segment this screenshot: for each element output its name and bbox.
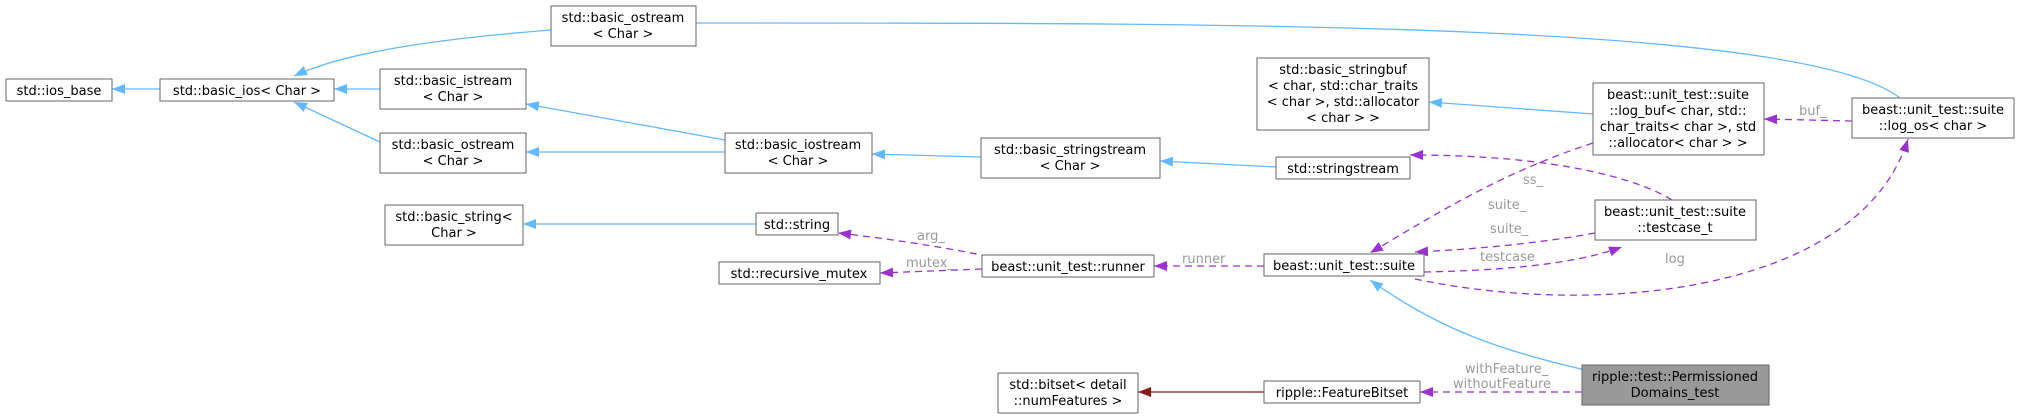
node-basic-ostream-mid[interactable]: std::basic_ostream < Char > (379, 132, 527, 174)
node-runner[interactable]: beast::unit_test::runner (981, 254, 1155, 278)
node-basic-ostream-top-line-2: < Char > (593, 27, 654, 42)
node-basic-istream[interactable]: std::basic_istream < Char > (379, 68, 527, 110)
edge-testcase-suite-to-suite (1414, 232, 1596, 257)
edge-basic-ostream-mid-to-basic-ios (293, 101, 381, 143)
node-permissioned-domains-test[interactable]: ripple::test::Permissioned Domains_test (1581, 364, 1770, 406)
edge-label-suite-log-buf: suite_ (1488, 198, 1527, 213)
node-testcase-t-line-1: beast::unit_test::suite (1604, 205, 1746, 220)
node-bitset[interactable]: std::bitset< detail ::numFeatures > (997, 372, 1139, 414)
edge-label-ss: ss_ (1523, 173, 1544, 188)
node-basic-string-line-1: std::basic_string< (395, 210, 512, 225)
node-runner-line-1: beast::unit_test::runner (991, 260, 1145, 275)
node-permissioned-domains-test-line-1: ripple::test::Permissioned (1592, 370, 1758, 385)
edge-label-with-feature: withFeature_ (1465, 362, 1549, 377)
edge-label-buf: buf_ (1799, 104, 1827, 119)
node-basic-ostream-mid-line-1: std::basic_ostream (392, 138, 515, 153)
node-basic-ostream-top[interactable]: std::basic_ostream < Char > (550, 5, 697, 47)
node-stringstream-line-1: std::stringstream (1287, 162, 1399, 177)
node-log-buf-line-4: ::allocator< char > > (1608, 136, 1747, 151)
node-suite-line-1: beast::unit_test::suite (1273, 259, 1415, 274)
node-basic-iostream[interactable]: std::basic_iostream < Char > (724, 132, 873, 174)
node-log-buf[interactable]: beast::unit_test::suite ::log_buf< char,… (1592, 82, 1765, 156)
node-basic-string-line-2: Char > (431, 226, 477, 241)
node-log-os-line-2: ::log_os< char > (1879, 119, 1988, 134)
node-log-os-line-1: beast::unit_test::suite (1862, 103, 2004, 118)
node-basic-stringstream-line-2: < Char > (1040, 159, 1101, 174)
edge-log-buf-to-basic-stringbuf (1428, 97, 1594, 115)
node-log-buf-line-3: char_traits< char >, std (1600, 120, 1756, 135)
node-basic-iostream-line-2: < Char > (768, 154, 829, 169)
node-feature-bitset-line-1: ripple::FeatureBitset (1276, 386, 1408, 401)
node-ios-base[interactable]: std::ios_base (5, 78, 113, 102)
node-basic-stringbuf-line-4: < char > > (1306, 111, 1380, 126)
node-log-buf-line-2: ::log_buf< char, std:: (1609, 104, 1746, 119)
node-bitset-line-2: ::numFeatures > (1014, 394, 1123, 409)
edge-suite-testcase-to-testcase (1423, 246, 1623, 273)
node-basic-string[interactable]: std::basic_string< Char > (384, 204, 524, 246)
node-basic-stringbuf-line-2: < char, std::char_traits (1268, 79, 1418, 94)
node-log-os[interactable]: beast::unit_test::suite ::log_os< char > (1851, 97, 2015, 139)
node-basic-stringstream-line-1: std::basic_stringstream (994, 143, 1146, 158)
edge-label-log: log (1665, 252, 1685, 267)
node-permissioned-domains-test-line-2: Domains_test (1631, 386, 1720, 401)
edge-label-runner: runner (1182, 252, 1226, 267)
node-testcase-t[interactable]: beast::unit_test::suite ::testcase_t (1594, 199, 1757, 241)
node-feature-bitset[interactable]: ripple::FeatureBitset (1263, 380, 1421, 404)
node-string-line-1: std::string (764, 218, 830, 233)
node-suite[interactable]: beast::unit_test::suite (1263, 253, 1425, 277)
node-testcase-t-line-2: ::testcase_t (1637, 221, 1712, 236)
edge-runner-uses-recursive-mutex (879, 267, 983, 278)
node-bitset-line-1: std::bitset< detail (1009, 378, 1126, 393)
edge-label-suite-testcase: suite_ (1490, 222, 1529, 237)
node-basic-ios[interactable]: std::basic_ios< Char > (159, 78, 335, 102)
edge-log-buf-uses-suite (1369, 142, 1594, 254)
node-recursive-mutex[interactable]: std::recursive_mutex (718, 261, 881, 285)
edge-basic-stringstream-to-basic-iostream (871, 149, 982, 160)
node-basic-stringstream[interactable]: std::basic_stringstream < Char > (980, 137, 1161, 179)
node-basic-istream-line-2: < Char > (423, 90, 484, 105)
edge-log-os-uses-log-buf (1763, 114, 1853, 125)
inheritance-edges (112, 17, 1901, 371)
node-basic-stringbuf-line-3: < char >, std::allocator (1267, 95, 1420, 110)
edge-permissioned-to-suite (1369, 279, 1586, 371)
node-basic-istream-line-1: std::basic_istream (394, 74, 512, 89)
edge-basic-iostream-to-basic-istream (525, 101, 726, 141)
node-string[interactable]: std::string (755, 212, 839, 236)
edge-stringstream-to-basic-stringstream (1159, 156, 1277, 168)
node-basic-stringbuf-line-1: std::basic_stringbuf (1279, 63, 1407, 78)
node-basic-stringbuf[interactable]: std::basic_stringbuf < char, std::char_t… (1256, 57, 1430, 131)
node-stringstream[interactable]: std::stringstream (1275, 156, 1411, 180)
edge-label-testcase: testcase (1480, 250, 1535, 265)
edge-labels: buf_ ss_ suite_ suite_ testcase log runn… (906, 104, 1827, 392)
node-ios-base-line-1: std::ios_base (17, 84, 102, 99)
node-basic-ios-line-1: std::basic_ios< Char > (173, 84, 321, 99)
node-basic-ostream-mid-line-2: < Char > (423, 154, 484, 169)
node-basic-ostream-top-line-1: std::basic_ostream (562, 11, 685, 26)
edge-log-os-to-basic-ostream-top (678, 17, 1901, 99)
edge-label-without-feature: withoutFeature (1453, 377, 1551, 392)
edge-label-arg: arg_ (917, 229, 945, 244)
edge-basic-ostream-top-to-basic-ios (293, 29, 552, 77)
edge-label-mutex: mutex_ (906, 256, 954, 271)
node-recursive-mutex-line-1: std::recursive_mutex (731, 267, 868, 282)
edge-testcase-uses-stringstream (1409, 150, 1673, 201)
node-log-buf-line-1: beast::unit_test::suite (1607, 88, 1749, 103)
node-basic-iostream-line-1: std::basic_iostream (735, 138, 861, 153)
